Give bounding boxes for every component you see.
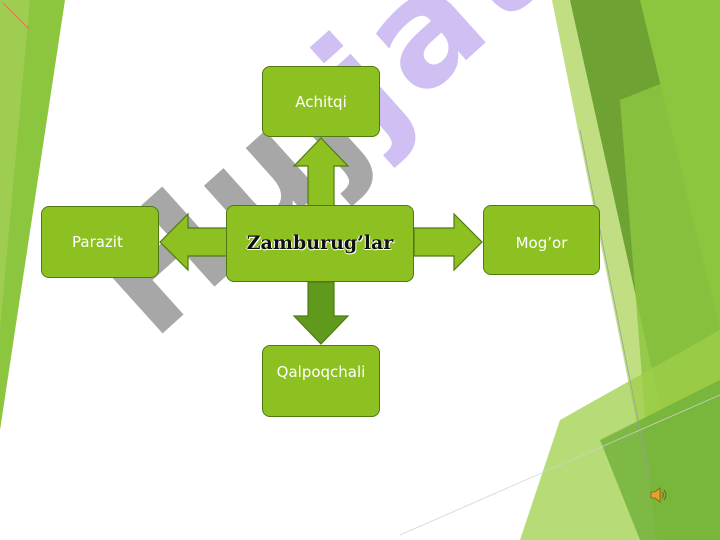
left-light-band bbox=[0, 0, 30, 330]
node-qalpoqchali: Qalpoqchali bbox=[262, 345, 380, 417]
node-parazit: Parazit bbox=[41, 206, 159, 278]
node-label: Mog’or bbox=[515, 234, 568, 252]
speaker-icon[interactable] bbox=[650, 486, 670, 504]
node-label: Achitqi bbox=[295, 92, 347, 111]
node-label: Qalpoqchali bbox=[276, 363, 366, 381]
right-bottom-dark bbox=[600, 380, 720, 540]
thin-line-1 bbox=[579, 129, 651, 481]
center-label: Zamburug’lar bbox=[246, 232, 394, 255]
node-mogor: Mog’or bbox=[483, 205, 600, 275]
arrow-left bbox=[159, 212, 229, 272]
arrow-right bbox=[413, 212, 483, 272]
thin-line-2 bbox=[399, 394, 720, 536]
node-center: Zamburug’lar bbox=[226, 205, 414, 282]
node-label: Parazit bbox=[72, 233, 123, 251]
corner-line bbox=[2, 2, 30, 30]
arrow-up bbox=[292, 137, 350, 207]
node-achitqi: Achitqi bbox=[262, 66, 380, 137]
arrow-down bbox=[292, 281, 350, 345]
